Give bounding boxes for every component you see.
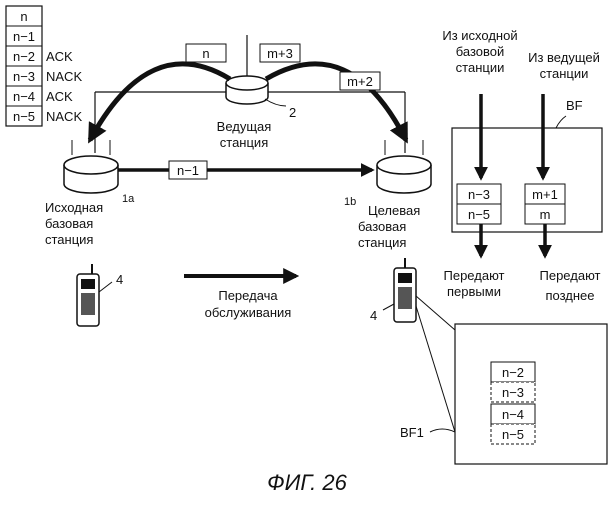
send-later-label: Передают (540, 268, 601, 283)
master-label: Ведущая (217, 119, 272, 134)
target-label: базовая (358, 219, 406, 234)
handover-label: Передача (218, 288, 278, 303)
packet-queue: n n−1 n−2 n−3 n−4 n−5 ACK NACK ACK NACK (6, 6, 82, 126)
master-station: 2 Ведущая станция (217, 76, 297, 150)
packet-direct: n−1 (169, 161, 207, 179)
queue-label: n (20, 9, 27, 24)
bf-buffer: Из исходной базовой станции Из ведущей с… (442, 28, 602, 303)
bf-cell-label: n−5 (468, 207, 490, 222)
source-label: станция (45, 232, 93, 247)
target-label: Целевая (368, 203, 420, 218)
bf-master-label: станции (540, 66, 589, 81)
packet-label: n−1 (177, 163, 199, 178)
packet-label: n (202, 46, 209, 61)
target-station: 1b Целевая базовая станция (344, 140, 431, 250)
queue-status: NACK (46, 69, 82, 84)
bf-cell-label: n−3 (468, 187, 490, 202)
phone-right-ref: 4 (370, 308, 377, 323)
arrow-master-to-source (90, 64, 230, 140)
bf-cell-label: m+1 (532, 187, 558, 202)
target-label: станция (358, 235, 406, 250)
send-first-label: Передают (444, 268, 505, 283)
source-station: 1a Исходная базовая станция (45, 140, 135, 247)
bf1-label: BF1 (400, 425, 424, 440)
bf-master-label: Из ведущей (528, 50, 600, 65)
phone-right-icon: 4 (370, 258, 455, 432)
master-label: станция (220, 135, 268, 150)
bf1-cell-label: n−5 (502, 427, 524, 442)
queue-label: n−2 (13, 49, 35, 64)
queue-status: ACK (46, 89, 73, 104)
queue-label: n−4 (13, 89, 35, 104)
queue-status: ACK (46, 49, 73, 64)
bf-cell-label: m (540, 207, 551, 222)
phone-left-ref: 4 (116, 272, 123, 287)
bf-source-label: станции (456, 60, 505, 75)
queue-label: n−5 (13, 109, 35, 124)
bf-source-label: базовой (456, 44, 505, 59)
arrow-master-to-target (266, 64, 406, 140)
source-ref: 1a (122, 193, 135, 205)
phone-left-icon: 4 (77, 264, 123, 326)
target-ref: 1b (344, 196, 356, 208)
master-ref: 2 (289, 105, 296, 120)
queue-label: n−1 (13, 29, 35, 44)
bf1-buffer: n−2 n−3 n−4 n−5 BF1 (400, 324, 607, 464)
bf1-cell-label: n−2 (502, 365, 524, 380)
packet-top-right: m+3 (260, 44, 300, 62)
packet-label: m+3 (267, 46, 293, 61)
packet-label: m+2 (347, 74, 373, 89)
source-label: базовая (45, 216, 93, 231)
source-label: Исходная (45, 200, 103, 215)
send-later-label: позднее (545, 288, 594, 303)
queue-label: n−3 (13, 69, 35, 84)
packet-right-mid: m+2 (340, 72, 380, 90)
bf1-cell-label: n−4 (502, 407, 524, 422)
send-first-label: первыми (447, 284, 501, 299)
bf-source-label: Из исходной (442, 28, 517, 43)
bf1-cell-label: n−3 (502, 385, 524, 400)
handover-label: обслуживания (205, 305, 292, 320)
queue-status: NACK (46, 109, 82, 124)
figure-caption: ФИГ. 26 (267, 470, 347, 495)
bf-label: BF (566, 98, 583, 113)
packet-top-left: n (186, 44, 226, 62)
